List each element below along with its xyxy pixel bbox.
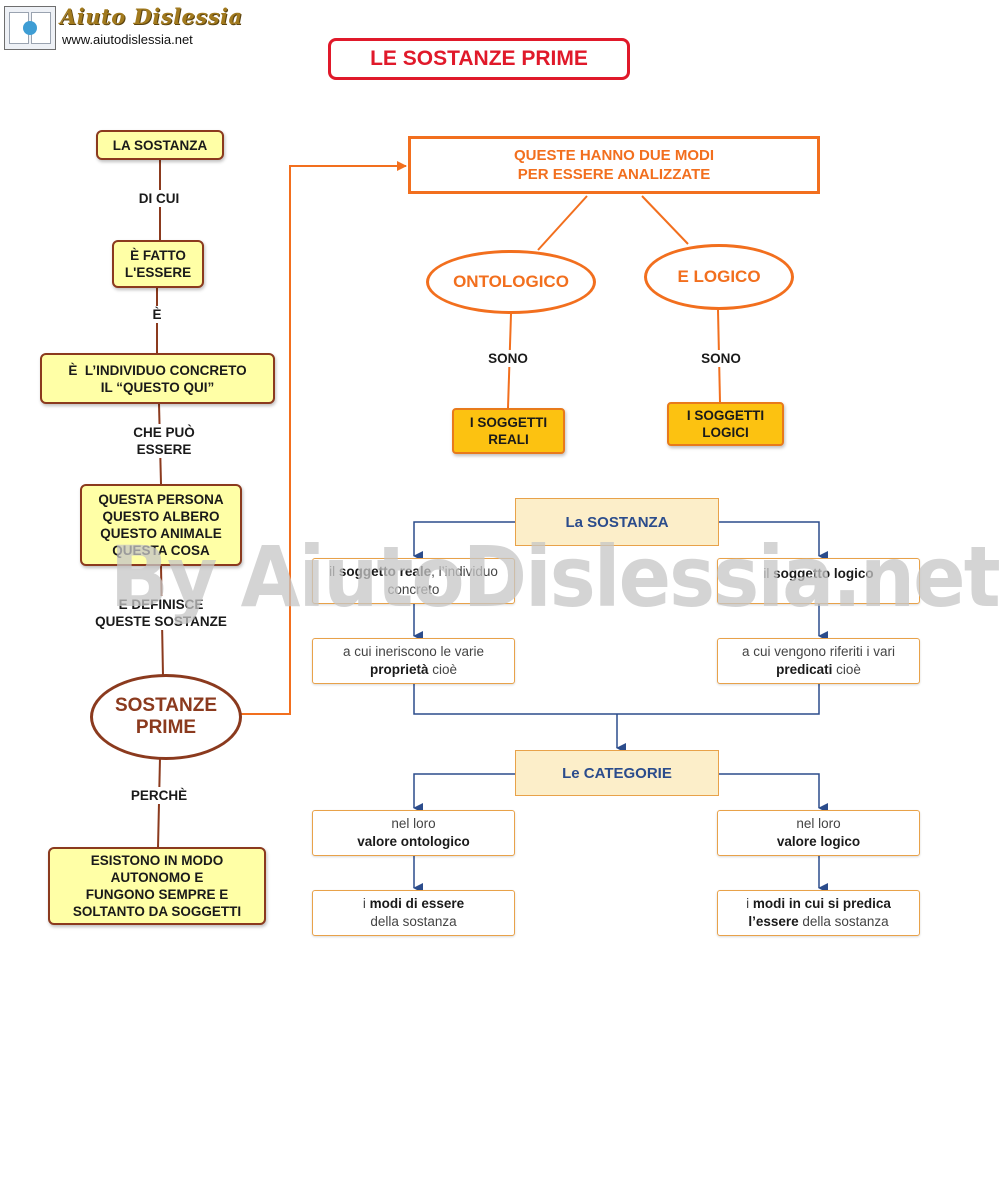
node-line: QUESTO ANIMALE [100, 526, 222, 541]
text-plain: nel loro [796, 816, 841, 831]
text-bold: modi di essere [369, 896, 465, 911]
node-line: SOLTANTO DA SOGGETTI [72, 904, 242, 919]
node-modi-di-essere: i modi di essere della sostanza [312, 890, 515, 936]
link-e-definisce: E DEFINISCE QUESTE SOSTANZE [84, 596, 238, 630]
node-e-logico: E LOGICO [644, 244, 794, 310]
node-text: i modi di essere [363, 895, 464, 913]
node-line: I SOGGETTI [469, 415, 548, 430]
link-perche: PERCHÈ [122, 787, 196, 804]
text-plain: cioè [832, 662, 861, 677]
node-line: L'ESSERE [124, 265, 192, 280]
node-line: QUESTO ALBERO [102, 509, 220, 524]
node-line: QUESTA PERSONA [98, 492, 224, 507]
node-line: QUESTE HANNO DUE MODI [513, 147, 714, 164]
node-line: È FATTO [130, 248, 186, 263]
link-di-cui: DI CUI [126, 190, 192, 207]
text-plain: della sostanza [370, 914, 457, 929]
node-text: l’essere della sostanza [748, 913, 888, 931]
text-bold: l’essere [748, 914, 799, 929]
node-individuo-concreto: È L’INDIVIDUO CONCRETO IL “QUESTO QUI” [40, 353, 275, 404]
node-esistono: ESISTONO IN MODO AUTONOMO E FUNGONO SEMP… [48, 847, 266, 925]
node-la-sostanza-category: La SOSTANZA [515, 498, 719, 546]
node-modi-in-cui: i modi in cui si predica l’essere della … [717, 890, 920, 936]
text-bold: predicati [776, 662, 833, 677]
node-line: FUNGONO SEMPRE E [85, 887, 229, 902]
node-line: QUESTA COSA [112, 543, 210, 558]
text-plain: il [763, 566, 774, 581]
text-bold: soggetto reale [338, 564, 432, 579]
node-soggetti-reali: I SOGGETTI REALI [452, 408, 565, 454]
link-line: CHE PUÒ [133, 425, 195, 440]
node-text: a cui ineriscono le varie proprietà cioè [319, 643, 508, 679]
text-plain: il [329, 564, 339, 579]
node-line: AUTONOMO E [110, 870, 204, 885]
node-text: il soggetto logico [763, 565, 873, 583]
logo-url[interactable]: www.aiutodislessia.net [62, 32, 193, 47]
node-soggetto-reale: il soggetto reale, l’individuo concreto [312, 558, 515, 604]
node-line: È L’INDIVIDUO CONCRETO [68, 362, 247, 378]
node-ontologico: ONTOLOGICO [426, 250, 596, 314]
link-sono-left: SONO [480, 350, 536, 367]
text-bold: proprietà [369, 662, 429, 677]
text-plain: a cui vengono riferiti i vari [741, 644, 896, 659]
node-soggetti-logici: I SOGGETTI LOGICI [667, 402, 784, 446]
node-line: ESISTONO IN MODO [90, 853, 224, 868]
node-valore-logico: nel loro valore logico [717, 810, 920, 856]
node-la-sostanza: LA SOSTANZA [96, 130, 224, 160]
link-line: QUESTE SOSTANZE [95, 614, 227, 629]
node-line: LOGICI [702, 425, 749, 440]
node-line: I SOGGETTI [686, 408, 765, 423]
node-line: REALI [488, 432, 529, 447]
link-che-puo-essere: CHE PUÒ ESSERE [118, 424, 210, 458]
text-plain: , l’individuo concreto [387, 564, 498, 597]
node-line: PER ESSERE ANALIZZATE [517, 166, 711, 183]
node-line: SOSTANZE [114, 695, 218, 716]
link-line: ESSERE [136, 442, 192, 457]
node-esempi: QUESTA PERSONA QUESTO ALBERO QUESTO ANIM… [80, 484, 242, 566]
text-bold: valore ontologico [357, 834, 470, 849]
link-sono-right: SONO [693, 350, 749, 367]
node-sostanze-prime: SOSTANZE PRIME [90, 674, 242, 760]
node-text: il soggetto reale, l’individuo concreto [319, 563, 508, 599]
node-line: IL “QUESTO QUI” [100, 379, 215, 395]
text-plain: a cui ineriscono le varie [342, 644, 485, 659]
node-soggetto-logico: il soggetto logico [717, 558, 920, 604]
link-line: E DEFINISCE [118, 597, 204, 612]
node-text: i modi in cui si predica [746, 895, 891, 913]
logo-book-icon [4, 6, 56, 50]
link-e: È [146, 306, 168, 323]
text-plain: i [746, 896, 753, 911]
text-plain: i [362, 896, 370, 911]
node-due-modi: QUESTE HANNO DUE MODI PER ESSERE ANALIZZ… [408, 136, 820, 194]
page-title: LE SOSTANZE PRIME [328, 38, 630, 80]
text-bold: modi in cui si predica [752, 896, 891, 911]
text-bold: soggetto logico [773, 566, 874, 581]
node-proprieta: a cui ineriscono le varie proprietà cioè [312, 638, 515, 684]
node-line: PRIME [135, 717, 197, 738]
text-bold: valore logico [776, 834, 861, 849]
text-plain: nel loro [391, 816, 436, 831]
text-plain: cioè [428, 662, 458, 677]
node-le-categorie: Le CATEGORIE [515, 750, 719, 796]
node-valore-ontologico: nel loro valore ontologico [312, 810, 515, 856]
node-fatto-essere: È FATTO L'ESSERE [112, 240, 204, 288]
node-predicati: a cui vengono riferiti i vari predicati … [717, 638, 920, 684]
logo-name: Aiuto Dislessia [60, 4, 243, 29]
text-plain: della sostanza [798, 914, 889, 929]
node-text: a cui vengono riferiti i vari predicati … [724, 643, 913, 679]
